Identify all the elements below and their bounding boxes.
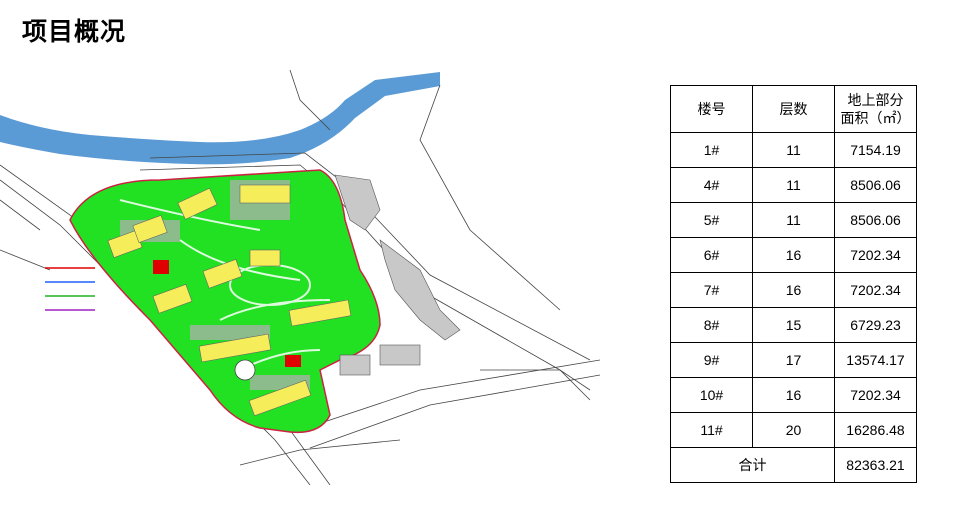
table-row: 6# 16 7202.34: [670, 237, 917, 273]
cell-floors: 17: [752, 342, 835, 378]
cell-area: 7202.34: [834, 272, 917, 308]
cell-area: 7202.34: [834, 237, 917, 273]
site-boundary: [69, 169, 381, 434]
header-area-line1: 地上部分: [847, 92, 904, 108]
table-row: 10# 16 7202.34: [670, 377, 917, 413]
table-total-row: 合计 82363.21: [670, 447, 917, 483]
cell-building: 1#: [670, 132, 753, 168]
cell-floors: 16: [752, 377, 835, 413]
site-plan-image: [0, 70, 600, 485]
river: [0, 72, 440, 165]
cell-building: 6#: [670, 237, 753, 273]
header-floors: 层数: [752, 85, 835, 133]
cell-floors: 11: [752, 167, 835, 203]
total-label: 合计: [670, 447, 835, 483]
cell-area: 7154.19: [834, 132, 917, 168]
building-footprints: [107, 184, 352, 417]
table-row: 4# 11 8506.06: [670, 167, 917, 203]
cell-building: 10#: [670, 377, 753, 413]
cell-building: 11#: [670, 412, 753, 448]
table-row: 9# 17 13574.17: [670, 342, 917, 378]
table-row: 8# 15 6729.23: [670, 307, 917, 343]
table-header-row: 楼号 层数 地上部分 面积（㎡）: [670, 85, 917, 133]
header-area-line2: 面积（㎡）: [840, 110, 911, 126]
page-title: 项目概况: [22, 17, 127, 46]
cell-building: 8#: [670, 307, 753, 343]
total-area: 82363.21: [834, 447, 917, 483]
table-row: 5# 11 8506.06: [670, 202, 917, 238]
cell-floors: 11: [752, 132, 835, 168]
table-row: 7# 16 7202.34: [670, 272, 917, 308]
cell-floors: 16: [752, 237, 835, 273]
header-area: 地上部分 面积（㎡）: [834, 85, 917, 133]
table-row: 11# 20 16286.48: [670, 412, 917, 448]
cell-building: 7#: [670, 272, 753, 308]
cell-floors: 15: [752, 307, 835, 343]
cell-floors: 11: [752, 202, 835, 238]
cell-building: 4#: [670, 167, 753, 203]
cell-building: 9#: [670, 342, 753, 378]
cell-area: 7202.34: [834, 377, 917, 413]
cell-area: 8506.06: [834, 167, 917, 203]
cell-area: 16286.48: [834, 412, 917, 448]
cell-building: 5#: [670, 202, 753, 238]
cell-area: 13574.17: [834, 342, 917, 378]
cell-area: 8506.06: [834, 202, 917, 238]
cell-area: 6729.23: [834, 307, 917, 343]
header-building-no: 楼号: [670, 85, 753, 133]
cell-floors: 16: [752, 272, 835, 308]
building-area-table: 楼号 层数 地上部分 面积（㎡） 1# 11 7154.19 4# 11 850…: [670, 85, 917, 483]
cell-floors: 20: [752, 412, 835, 448]
table-row: 1# 11 7154.19: [670, 132, 917, 168]
